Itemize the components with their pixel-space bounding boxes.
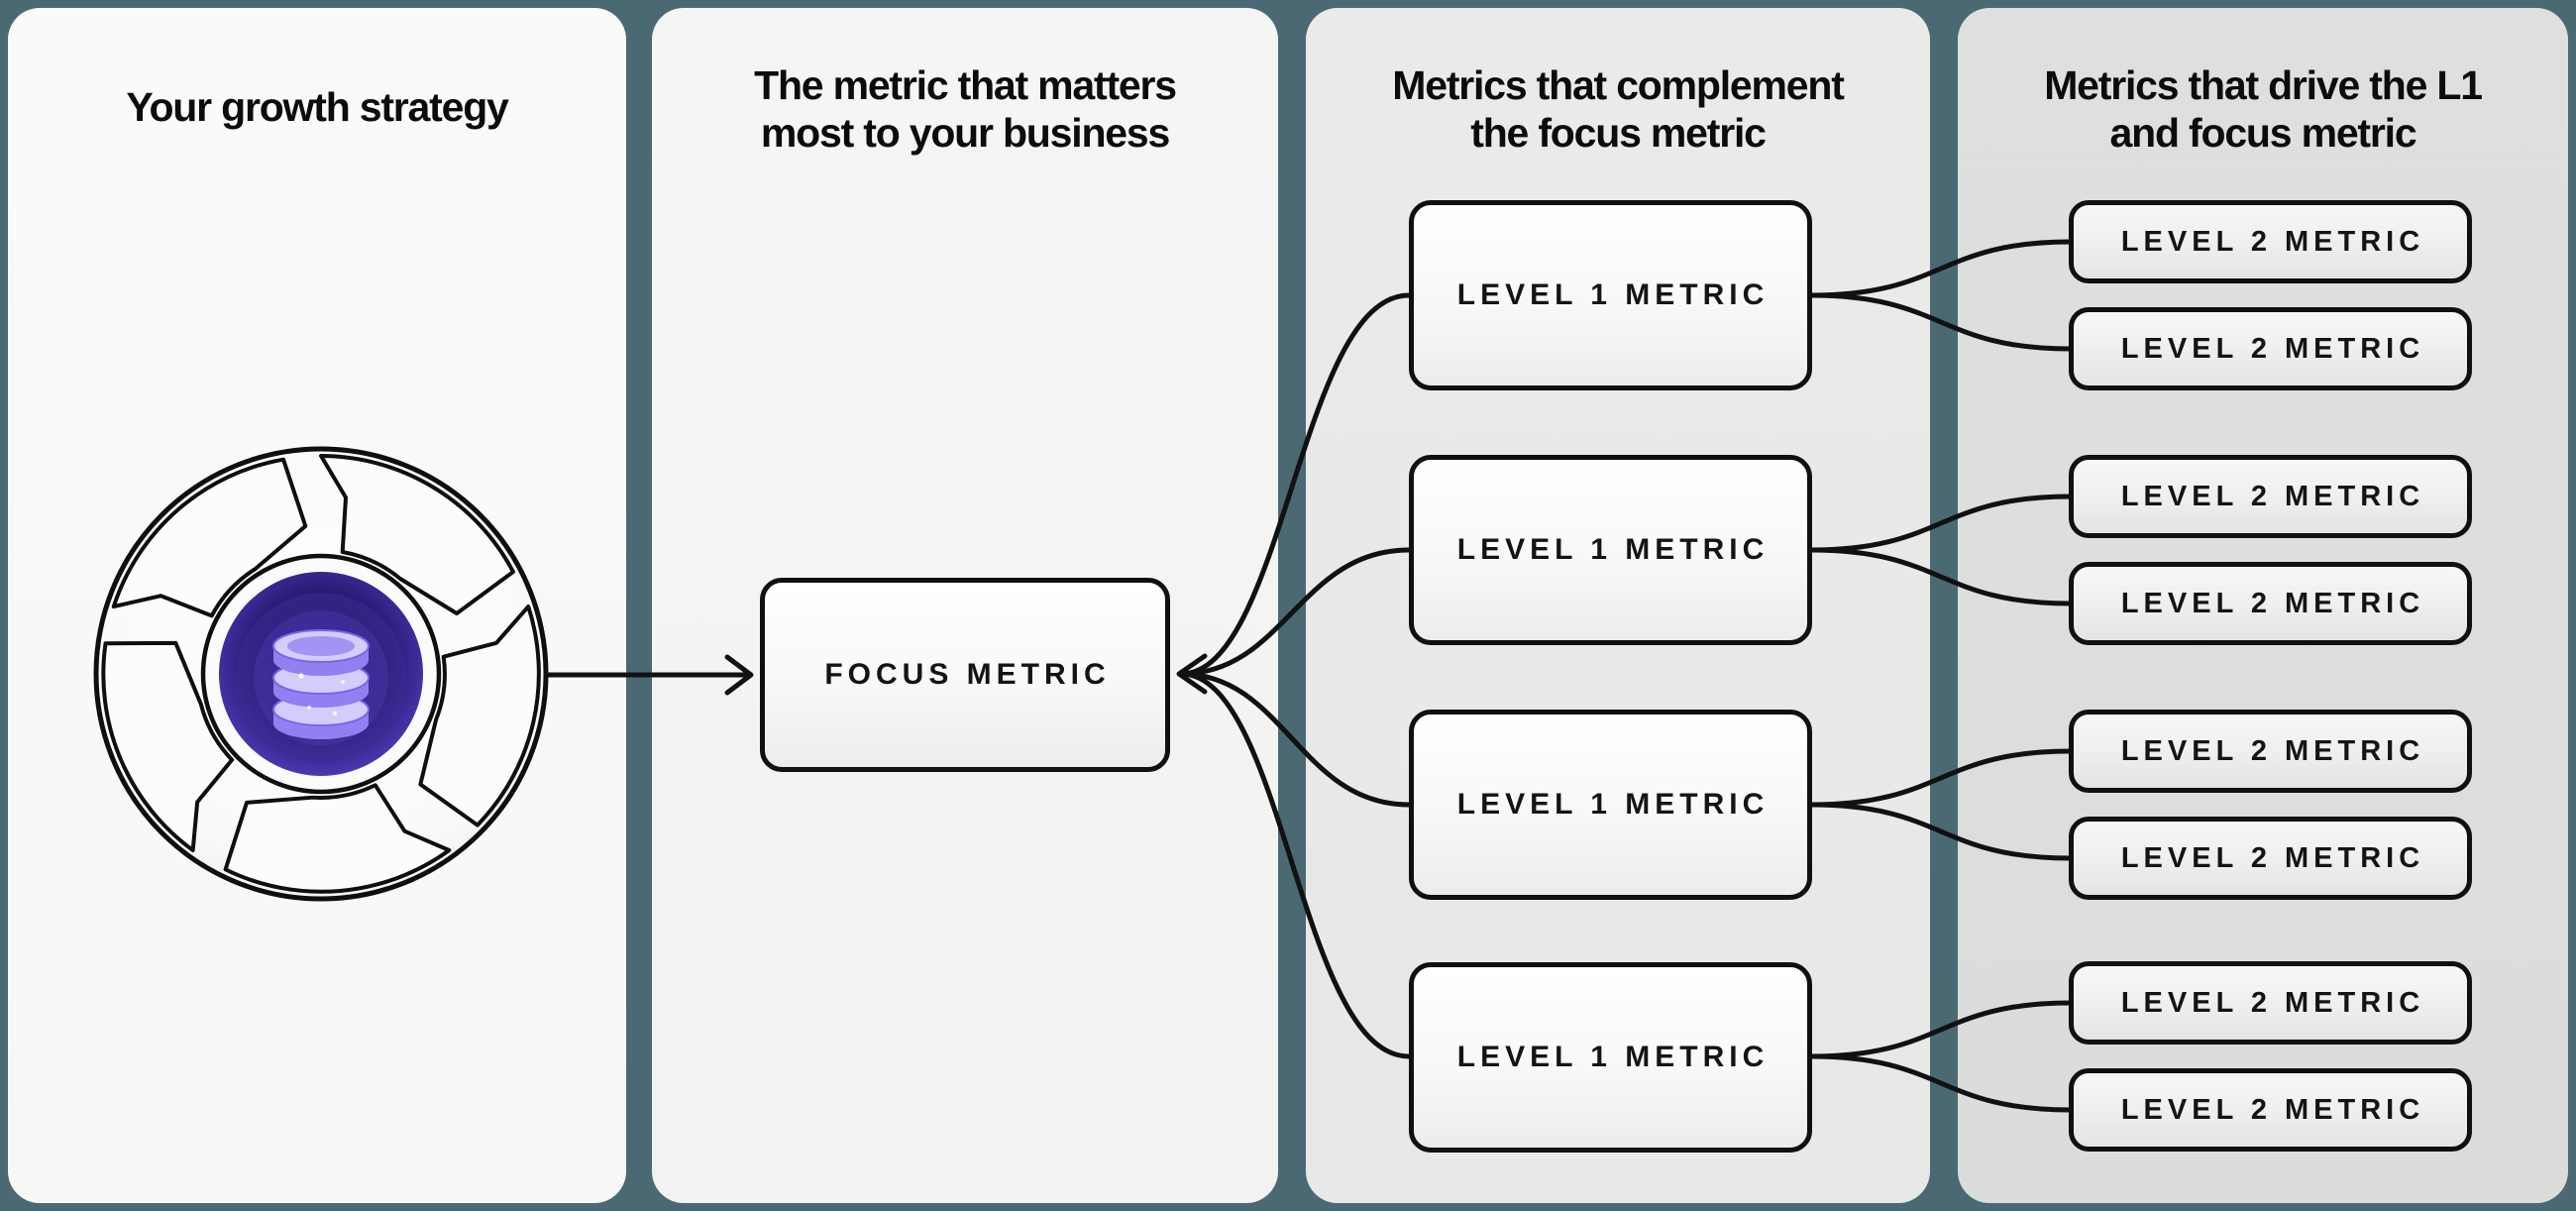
level2-metric-box: LEVEL 2 METRIC	[2069, 1068, 2472, 1152]
level2-metric-box: LEVEL 2 METRIC	[2069, 817, 2472, 900]
panel-title-line: The metric that matters	[754, 62, 1177, 108]
panel-title-line: Metrics that complement	[1392, 62, 1845, 108]
panel-title-line: and focus metric	[2109, 110, 2417, 156]
panel-title-line: Your growth strategy	[126, 84, 508, 130]
level2-metric-label: LEVEL 2 METRIC	[2120, 986, 2425, 1019]
level1-metric-label: LEVEL 1 METRIC	[1456, 278, 1770, 311]
focus-metric-box: FOCUS METRIC	[760, 578, 1170, 772]
level1-metric-label: LEVEL 1 METRIC	[1456, 533, 1770, 566]
focus-metric-label: FOCUS METRIC	[824, 658, 1111, 691]
level1-metric-box: LEVEL 1 METRIC	[1409, 962, 1812, 1153]
level2-metric-box: LEVEL 2 METRIC	[2069, 307, 2472, 390]
panel-title: Your growth strategy	[8, 8, 626, 131]
panel-title: The metric that matters most to your bus…	[652, 8, 1278, 157]
level2-metric-label: LEVEL 2 METRIC	[2120, 734, 2425, 767]
level2-metric-box: LEVEL 2 METRIC	[2069, 562, 2472, 645]
panel-growth-strategy: Your growth strategy	[8, 8, 626, 1203]
level2-metric-box: LEVEL 2 METRIC	[2069, 961, 2472, 1045]
panel-title-line: most to your business	[760, 110, 1170, 156]
level1-metric-box: LEVEL 1 METRIC	[1409, 710, 1812, 900]
level2-metric-label: LEVEL 2 METRIC	[2120, 587, 2425, 619]
level1-metric-label: LEVEL 1 METRIC	[1456, 788, 1770, 821]
panel-title: Metrics that complement the focus metric	[1306, 8, 1930, 157]
level2-metric-box: LEVEL 2 METRIC	[2069, 200, 2472, 283]
level1-metric-box: LEVEL 1 METRIC	[1409, 455, 1812, 645]
level2-metric-box: LEVEL 2 METRIC	[2069, 455, 2472, 538]
level1-metric-box: LEVEL 1 METRIC	[1409, 200, 1812, 390]
level2-metric-label: LEVEL 2 METRIC	[2120, 1093, 2425, 1126]
level2-metric-label: LEVEL 2 METRIC	[2120, 480, 2425, 512]
level1-metric-label: LEVEL 1 METRIC	[1456, 1041, 1770, 1073]
level2-metric-label: LEVEL 2 METRIC	[2120, 332, 2425, 365]
panel-title-line: the focus metric	[1470, 110, 1767, 156]
panel-title-line: Metrics that drive the L1	[2044, 62, 2483, 108]
level2-metric-label: LEVEL 2 METRIC	[2120, 841, 2425, 874]
level2-metric-box: LEVEL 2 METRIC	[2069, 710, 2472, 793]
panel-title: Metrics that drive the L1 and focus metr…	[1958, 8, 2568, 157]
level2-metric-label: LEVEL 2 METRIC	[2120, 225, 2425, 258]
